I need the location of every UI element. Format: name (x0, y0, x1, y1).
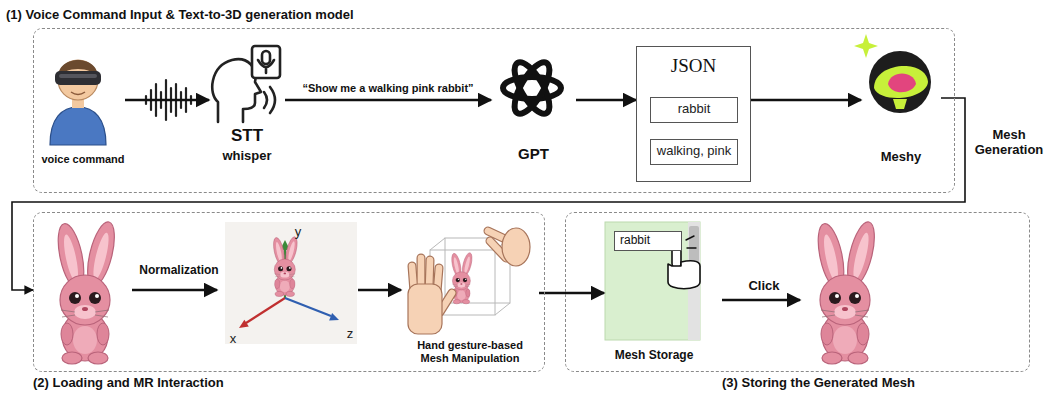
stt-icon (252, 46, 280, 78)
edge-label: Mesh Generation (970, 128, 1047, 158)
gpt-logo (503, 57, 561, 118)
mesh-storage: Mesh Storage rabbit (604, 223, 704, 368)
flow-arrow (576, 99, 636, 102)
edge-label: “Show me a walking pink rabbit” (300, 82, 475, 95)
json-box: JSON rabbit walking, pink (636, 46, 751, 182)
dashed-panel: (1) Voice Command Input & Text-to-3D gen… (33, 28, 955, 193)
axes-image: y x z (226, 223, 358, 345)
flow-arrow (132, 289, 217, 292)
flow-arrow (751, 99, 861, 102)
node-text: rabbit (651, 102, 737, 117)
meshy-node: Meshy (861, 43, 941, 171)
node-text: Hand gesture-based Mesh Manipulation (410, 339, 530, 365)
gesture-figure (488, 231, 503, 238)
user-icon (58, 60, 98, 78)
flow-arrow (12, 98, 965, 290)
node-text: whisper (209, 149, 285, 164)
axis-label: y (292, 225, 304, 240)
gpt-logo (503, 77, 561, 99)
user-icon (59, 74, 97, 78)
flow-arrow (125, 99, 209, 102)
storage-panel (605, 222, 700, 340)
axis-label: x (227, 332, 239, 347)
axes-figure (225, 222, 357, 344)
stt-icon (270, 87, 275, 113)
axes-figure (285, 298, 331, 316)
arrow-label: Normalization (134, 264, 224, 278)
axis-label: z (344, 327, 356, 342)
flow-arrow (358, 289, 401, 292)
stt-icon (258, 60, 274, 73)
node-text: voice command (41, 153, 125, 166)
arrow-label: Click (731, 279, 797, 294)
gesture-figure (408, 284, 442, 334)
user-node: voice command (41, 43, 125, 171)
node-text: STT (209, 126, 285, 146)
gesture-figure (502, 228, 530, 266)
axes-figure (239, 320, 249, 328)
json-field: rabbit (650, 97, 738, 123)
gpt-node: GPT (491, 43, 576, 171)
meshy-logo (869, 51, 931, 113)
stt-icon (212, 46, 280, 122)
storage-panel (668, 261, 700, 289)
axes-figure (225, 222, 357, 344)
user-icon (55, 71, 101, 85)
panel-heading: (1) Voice Command Input & Text-to-3D gen… (6, 8, 526, 23)
rabbit-render (53, 219, 119, 364)
panel-heading: (3) Storing the Generated Mesh (722, 376, 1022, 391)
axes-figure (329, 313, 339, 320)
flow-arrow (539, 292, 604, 295)
meshy-logo (854, 34, 878, 58)
user-icon (50, 60, 106, 145)
meshy-logo (893, 99, 907, 109)
node-text: rabbit (615, 234, 681, 248)
stt-icon (262, 51, 270, 64)
user-icon (50, 107, 106, 145)
dashed-panel: (2) Loading and MR InteractionyxzHand ge… (33, 212, 545, 372)
flow-arrow (285, 99, 491, 102)
gesture-figure (495, 303, 510, 315)
node-text: walking, pink (651, 144, 737, 159)
node-text: Meshy (861, 150, 941, 165)
gpt-logo (508, 57, 556, 118)
node-text: Mesh Storage (604, 349, 704, 363)
meshy-logo (888, 74, 916, 93)
storage-panel (686, 236, 696, 248)
rabbit-render (813, 219, 879, 364)
axes-figure (272, 236, 300, 297)
stt-node: STT whisper (209, 43, 285, 171)
dashed-panel: (3) Storing the Generated MeshMesh Stora… (565, 212, 1030, 372)
gesture-figure (408, 228, 530, 334)
axes-figure (246, 298, 285, 323)
stt-icon (264, 92, 267, 108)
node-text: JSON (637, 55, 750, 77)
gesture-image: Hand gesture-based Mesh Manipulation (401, 223, 539, 369)
storage-panel (605, 222, 700, 340)
meshy-logo (854, 34, 931, 113)
flow-arrow (722, 299, 800, 302)
user-icon (71, 92, 85, 95)
panel-heading: (2) Loading and MR Interaction (33, 376, 433, 391)
storage-item: rabbit (614, 231, 682, 251)
gesture-figure (430, 238, 445, 250)
meshy-logo (874, 66, 928, 98)
node-text: GPT (491, 145, 576, 162)
gpt-logo (508, 57, 556, 118)
json-field: walking, pink (650, 139, 738, 165)
